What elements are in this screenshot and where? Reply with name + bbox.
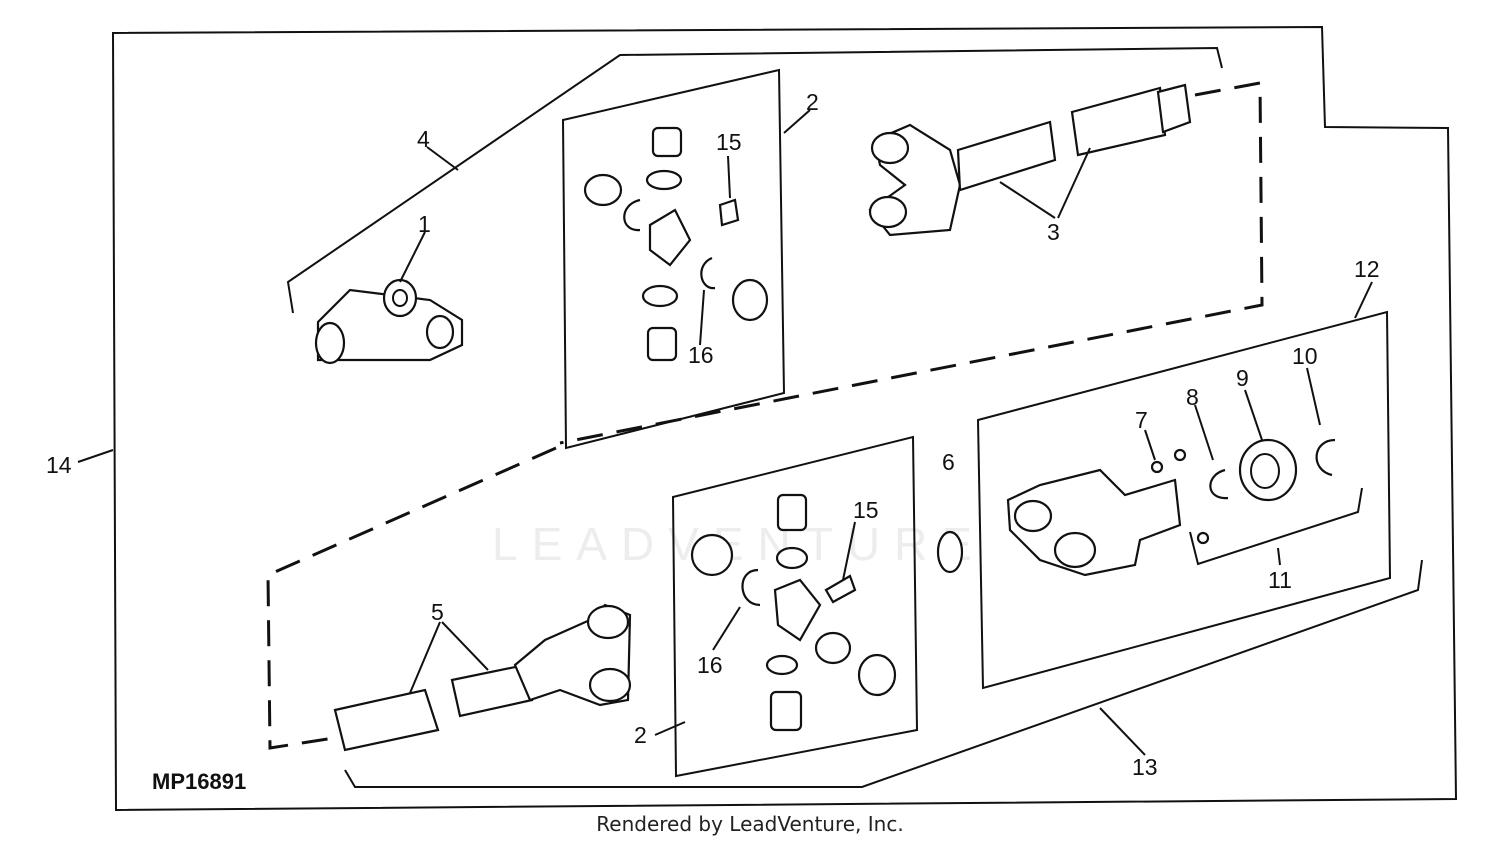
callout-9: 9: [1236, 365, 1249, 391]
bracket-11: [1189, 487, 1363, 566]
panel-bearing-kit-lower: [671, 435, 919, 778]
callout-10: 10: [1292, 343, 1318, 369]
panel-bearing-kit-upper: [561, 68, 786, 450]
part-6-snap-ring: [936, 530, 964, 574]
footer-credit: Rendered by LeadVenture, Inc.: [596, 812, 904, 836]
callout-5: 5: [431, 599, 444, 625]
watermark-text: LEADVENTURE: [492, 518, 986, 570]
callout-1: 1: [418, 211, 431, 237]
callout-8: 8: [1186, 384, 1199, 410]
callout-4: 4: [417, 126, 430, 152]
callout-16-upper: 16: [688, 342, 714, 368]
outer-frame: [111, 25, 1458, 812]
dashed-enclosure-lower: [266, 446, 557, 750]
figure-id-label: MP16891: [152, 769, 246, 794]
panel-yoke-kit: [976, 310, 1392, 690]
callout-11: 11: [1268, 567, 1292, 593]
callout-15-lower: 15: [853, 497, 879, 523]
part-1-coupler-yoke: [314, 278, 464, 365]
callout-7: 7: [1135, 407, 1148, 433]
part-2-bearing-kit-upper-items: [583, 126, 769, 362]
callout-2-upper: 2: [806, 89, 819, 115]
part-5-lower-shaft: [333, 603, 632, 752]
leader-lines: [77, 109, 1373, 756]
part-3-upper-shaft: [868, 83, 1192, 237]
callout-12: 12: [1354, 256, 1380, 282]
callout-3: 3: [1047, 219, 1060, 245]
callout-2-lower: 2: [634, 722, 647, 748]
callout-13: 13: [1132, 754, 1158, 780]
part-12-yoke-kit-items: [1006, 438, 1336, 577]
dashed-enclosure-upper: [559, 81, 1264, 445]
bracket-4: [286, 46, 1223, 314]
part-2-bearing-kit-lower-items: [690, 493, 897, 732]
callout-14: 14: [46, 452, 72, 478]
callout-16-lower: 16: [697, 652, 723, 678]
bracket-13: [344, 559, 1423, 788]
callout-15-upper: 15: [716, 129, 742, 155]
callout-6: 6: [942, 449, 955, 475]
